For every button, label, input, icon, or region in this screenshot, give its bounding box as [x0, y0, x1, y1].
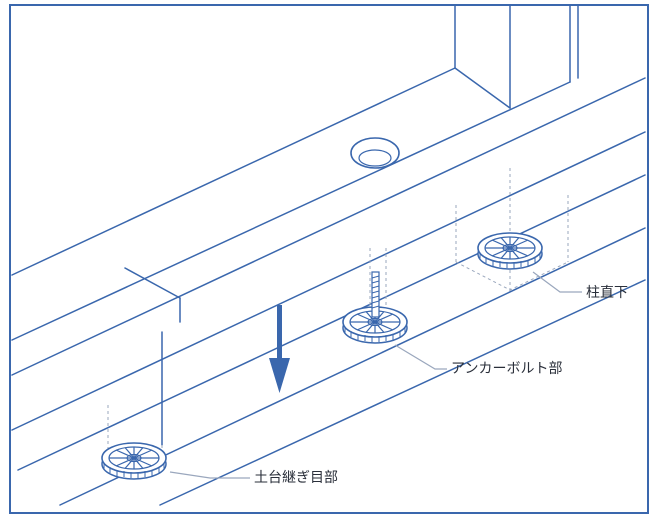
label-sill-joint: 土台継ぎ目部 [254, 470, 338, 486]
packing-sill-joint [101, 442, 167, 480]
label-column: 柱直下 [586, 285, 628, 301]
diagram-border [9, 4, 649, 514]
anchor-bolt-icon [371, 271, 380, 318]
packing-column [477, 232, 543, 270]
down-arrow-icon [269, 305, 290, 393]
leader-lines [169, 271, 582, 479]
bolt-hole [350, 137, 400, 169]
label-anchor-bolt: アンカーボルト部 [451, 361, 563, 377]
